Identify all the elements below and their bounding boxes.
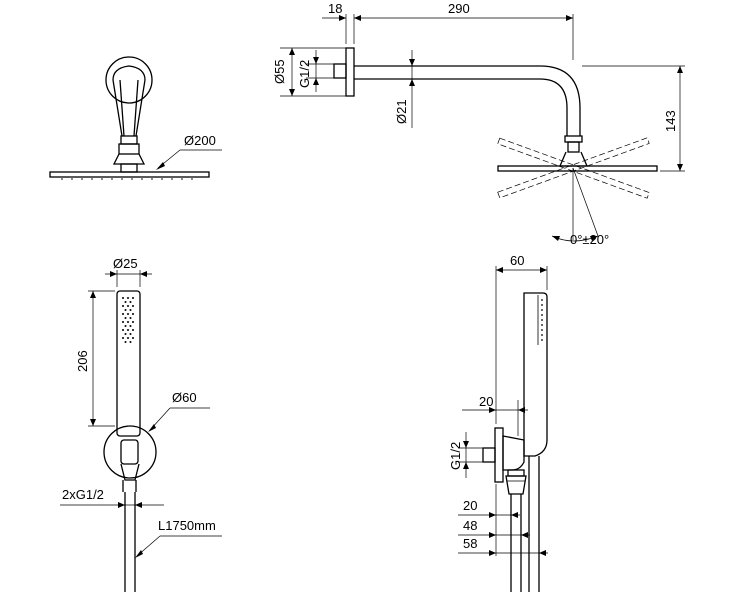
label-len18: 18 bbox=[328, 1, 342, 16]
label-d55: Ø55 bbox=[272, 59, 287, 84]
label-len20b: 20 bbox=[463, 498, 477, 513]
label-g12-top: G1/2 bbox=[297, 60, 312, 88]
label-angle: 0°±20° bbox=[570, 232, 609, 247]
holder-body bbox=[502, 435, 525, 471]
label-hose-length: L1750mm bbox=[158, 518, 216, 533]
label-len290: 290 bbox=[448, 1, 470, 16]
arm-wall-flange bbox=[345, 47, 355, 97]
arm-connector bbox=[120, 135, 138, 145]
hand-shower-side-handle bbox=[523, 292, 548, 457]
label-len60: 60 bbox=[510, 253, 524, 268]
side-wall-flange bbox=[494, 427, 504, 483]
label-len206: 206 bbox=[75, 350, 90, 372]
arm-shower-plate bbox=[497, 165, 658, 172]
wall-flange bbox=[105, 56, 153, 104]
label-d25: Ø25 bbox=[113, 256, 138, 271]
label-len143: 143 bbox=[663, 110, 678, 132]
shower-plate bbox=[49, 171, 210, 178]
arm-tube bbox=[354, 65, 581, 136]
label-d200: Ø200 bbox=[184, 133, 216, 148]
label-d21: Ø21 bbox=[394, 99, 409, 124]
arm-bend bbox=[112, 65, 146, 81]
wall-outlet-flange bbox=[103, 425, 157, 479]
label-len58: 58 bbox=[463, 536, 477, 551]
label-len48: 48 bbox=[463, 518, 477, 533]
hand-shower-handle bbox=[116, 290, 141, 437]
shower-arm-front-view: 0°±20° 18 290 Ø55 G1/2 Ø21 bbox=[272, 1, 685, 247]
hand-shower-front-view: Ø25 206 Ø60 2xG1/2 L1750mm bbox=[60, 256, 222, 592]
label-len20a: 20 bbox=[479, 394, 493, 409]
label-g12-bottom: G1/2 bbox=[448, 442, 463, 470]
label-2xg12: 2xG1/2 bbox=[62, 487, 104, 502]
hand-shower-side-view: 60 20 G1/2 20 48 58 bbox=[448, 253, 548, 592]
shower-head-side-view: Ø200 bbox=[49, 56, 222, 180]
label-d60: Ø60 bbox=[172, 390, 197, 405]
spray-face-holes bbox=[122, 297, 134, 343]
